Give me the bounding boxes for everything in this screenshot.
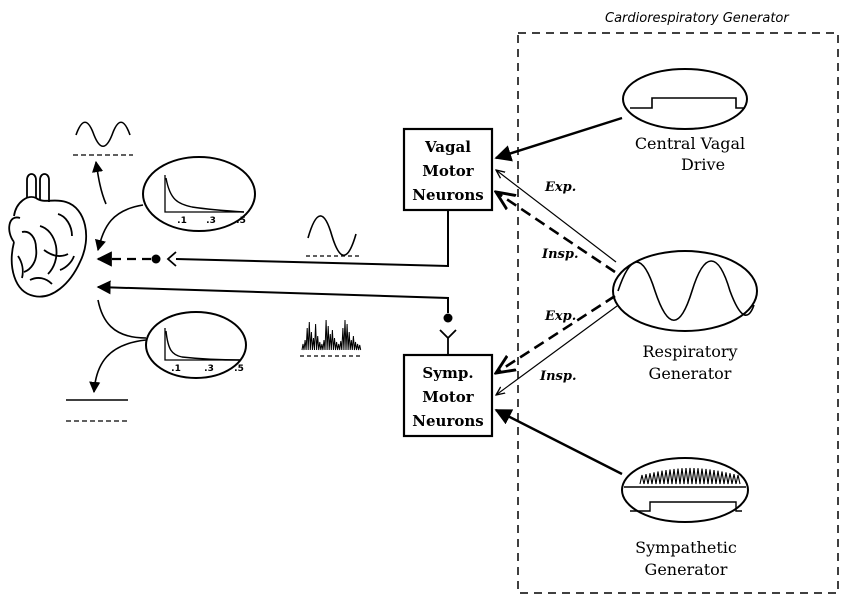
central-vagal-label-1: Central Vagal [635, 134, 745, 153]
vagal-transfer-ellipse: .1 .3 .5 [142, 156, 256, 232]
symp-burst-wave-icon [301, 319, 362, 351]
sympathetic-label-1: Sympathetic [635, 538, 737, 557]
central-vagal-drive: Central Vagal Drive [622, 68, 748, 174]
vagal-motor-neurons-box: Vagal Motor Neurons [402, 127, 494, 212]
vagal-box-line-1: Vagal [424, 138, 471, 156]
generator-border [517, 32, 839, 594]
symp-box-line-1: Symp. [422, 364, 473, 382]
vagal-insp-label: Insp. [541, 247, 578, 262]
bottom-tick-1: .1 [171, 364, 181, 374]
top-tick-2: .3 [206, 216, 216, 226]
symp-to-heart-curve [97, 299, 147, 339]
symp-efferent-path [96, 280, 457, 355]
central-vagal-arrow [494, 116, 623, 162]
symp-exp-arrow [496, 294, 616, 373]
heart-rate-sine-icon [75, 121, 131, 148]
vagal-box-line-2: Motor [422, 162, 475, 180]
symp-box-line-2: Motor [422, 388, 475, 406]
respiratory-label-1: Respiratory [642, 342, 737, 361]
respiratory-generator: Respiratory Generator [612, 250, 758, 383]
vagal-insp-arrow [496, 192, 616, 274]
vagal-to-heart-curve [95, 204, 144, 252]
square-pulse-icon [630, 501, 742, 512]
vagal-exp-arrow [496, 170, 617, 263]
sympathetic-arrow [494, 408, 623, 476]
symp-exp-label: Exp. [544, 309, 576, 324]
to-bottom-output-curve [89, 339, 147, 394]
burst-icon [639, 467, 741, 485]
vagal-sine-wave-icon [307, 215, 357, 256]
sympathetic-label-2: Generator [645, 560, 728, 579]
central-vagal-label-2: Drive [681, 155, 725, 174]
top-tick-3: .5 [236, 216, 246, 226]
generator-title: Cardiorespiratory Generator [605, 11, 790, 26]
bottom-tick-3: .5 [234, 364, 244, 374]
sine-wave-icon [617, 260, 755, 322]
vagal-exp-label: Exp. [544, 180, 576, 195]
symp-motor-neurons-box: Symp. Motor Neurons [402, 353, 494, 438]
symp-insp-label: Insp. [539, 369, 576, 384]
respiratory-label-2: Generator [649, 364, 732, 383]
vagal-box-line-3: Neurons [412, 186, 483, 204]
vagal-efferent-path [96, 210, 449, 268]
square-pulse-icon [630, 97, 745, 109]
sympathetic-generator: Sympathetic Generator [621, 457, 749, 579]
heart-icon [8, 173, 88, 298]
bottom-tick-2: .3 [204, 364, 214, 374]
symp-insp-arrow [496, 305, 618, 395]
top-tick-1: .1 [177, 216, 187, 226]
symp-transfer-ellipse: .1 .3 .5 [145, 311, 247, 379]
symp-box-line-3: Neurons [412, 412, 483, 430]
to-top-output-curve [91, 160, 107, 205]
